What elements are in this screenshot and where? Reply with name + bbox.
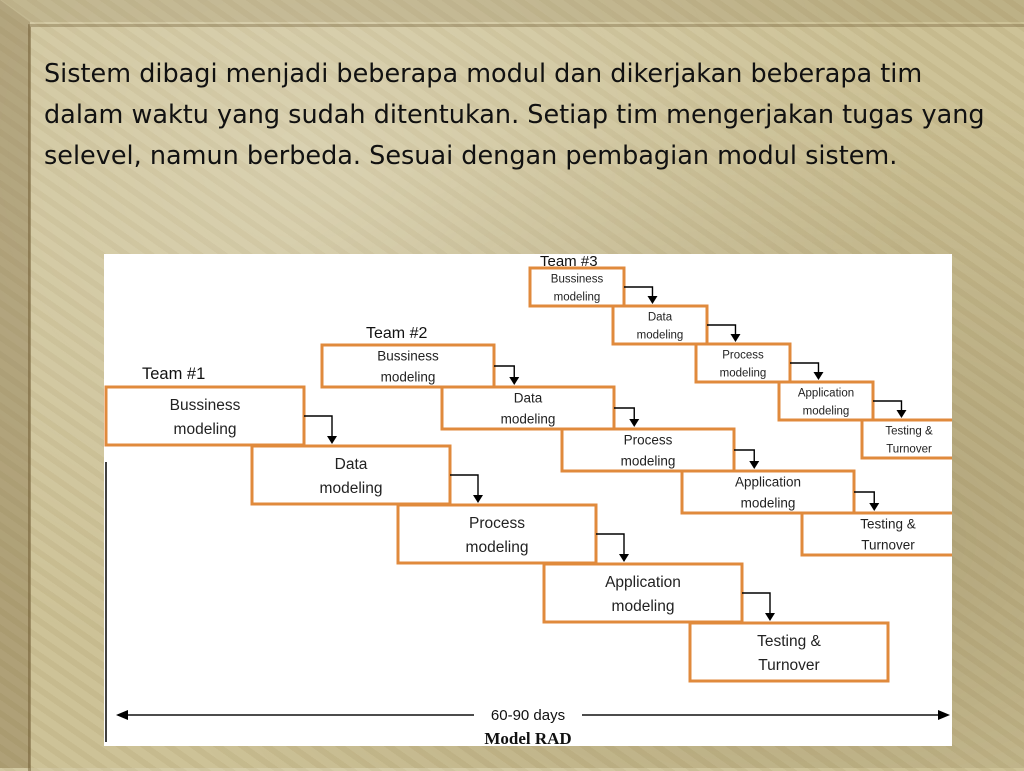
team-2-step-3-line-1: Process (624, 433, 673, 448)
team-1-step-2-line-2: modeling (320, 480, 383, 497)
team-2-connector-3 (734, 449, 755, 462)
team-1-label: Team #1 (142, 365, 205, 383)
team-2-group: Team #2BussinessmodelingDatamodelingProc… (320, 325, 952, 557)
team-1-connector-3-arrowhead (619, 554, 629, 562)
team-3-connector-3 (790, 362, 820, 373)
team-3-step-4-box (777, 380, 875, 422)
team-2-step-5-box (800, 511, 952, 557)
team-1-step-2-line-1: Data (335, 456, 368, 473)
team-2-connector-1-arrowhead (509, 377, 520, 385)
team-1-connector-4 (742, 592, 771, 614)
team-1-step-5-box (688, 621, 890, 683)
team-1-step-1-line-1: Bussiness (170, 397, 241, 414)
team-2-connector-3-arrowhead (749, 461, 760, 469)
rad-diagram-svg: 60-90 days Model RAD Team #1 Bussiness mod… (104, 254, 952, 746)
team-3-step-3-line-1: Process (722, 349, 764, 361)
rad-diagram: 60-90 days Model RAD Team #1 Bussiness mod… (104, 254, 952, 746)
team-1-connector-1-arrowhead (327, 436, 337, 444)
team-3-connector-4-arrowhead (896, 410, 907, 418)
team-1-step-1-box (104, 385, 306, 447)
timeline-arrow-left (116, 710, 128, 720)
team-1-connector-2 (450, 474, 479, 496)
team-2-step-2-line-2: modeling (501, 412, 556, 427)
team-1-step-2-box (250, 444, 452, 506)
timeline-duration-label: 60-90 days (491, 707, 565, 724)
team-1-step-5-line-1: Testing & (757, 633, 821, 650)
team-1-connector-2-arrowhead (473, 495, 483, 503)
team-3-group: Team #3BussinessmodelingDatamodelingProc… (528, 254, 952, 460)
team-2-step-1-line-2: modeling (381, 370, 436, 385)
team-1-connector-4-arrowhead (765, 613, 775, 621)
team-3-step-3-line-2: modeling (720, 367, 767, 379)
team-3-label: Team #3 (540, 254, 598, 270)
team-1-connector-3 (596, 533, 625, 555)
team-1-step-5-line-2: Turnover (758, 657, 819, 674)
model-label: Model RAD (484, 729, 571, 746)
team-3-connector-1 (624, 286, 654, 297)
team-1-step-4-line-1: Application (605, 574, 681, 591)
team-2-connector-4-arrowhead (869, 503, 880, 511)
team-2-step-4-box (680, 469, 856, 515)
team-2-step-1-line-1: Bussiness (377, 349, 439, 364)
team-3-step-2-line-2: modeling (637, 329, 684, 341)
team-2-label: Team #2 (366, 325, 427, 342)
timeline-label-bg (474, 703, 582, 727)
team-3-connector-4 (873, 400, 903, 411)
team-3-connector-2 (707, 324, 737, 335)
team-3-step-5-line-2: Turnover (886, 443, 932, 455)
timeline-arrow-right (938, 710, 950, 720)
team-1-step-3-line-1: Process (469, 515, 525, 532)
team-3-connector-1-arrowhead (647, 296, 658, 304)
team-1-step-1-line-2: modeling (174, 421, 237, 438)
team-3-step-1-box (528, 266, 626, 308)
team-2-connector-2-arrowhead (629, 419, 640, 427)
team-3-step-1-line-2: modeling (554, 291, 601, 303)
team-3-step-5-box (860, 418, 952, 460)
team-3-step-4-line-2: modeling (803, 405, 850, 417)
team-3-step-4-line-1: Application (798, 387, 854, 399)
team-2-step-2-line-1: Data (514, 391, 543, 406)
team-2-step-4-line-1: Application (735, 475, 801, 490)
intro-text: Sistem dibagi menjadi beberapa modul dan… (44, 59, 985, 171)
team-3-step-1-line-1: Bussiness (551, 273, 604, 285)
team-3-step-5-line-1: Testing & (885, 425, 933, 437)
team-2-step-1-box (320, 343, 496, 389)
team-2-step-5-line-1: Testing & (860, 517, 916, 532)
team-2-step-3-box (560, 427, 736, 473)
team-1-group: Team #1BussinessmodelingDatamodelingProc… (104, 365, 890, 683)
team-2-step-4-line-2: modeling (741, 496, 796, 511)
team-1-connector-1 (304, 415, 333, 437)
team-2-step-5-line-2: Turnover (861, 538, 915, 553)
team-3-step-2-line-1: Data (648, 311, 673, 323)
team-1-step-4-box (542, 562, 744, 624)
team-3-step-2-box (611, 304, 709, 346)
teams-layer: Team #1BussinessmodelingDatamodelingProc… (104, 254, 952, 683)
team-3-step-3-box (694, 342, 792, 384)
team-2-connector-1 (494, 365, 515, 378)
team-2-step-3-line-2: modeling (621, 454, 676, 469)
team-1-step-3-line-2: modeling (466, 539, 529, 556)
team-3-connector-2-arrowhead (730, 334, 741, 342)
team-2-connector-4 (854, 491, 875, 504)
team-3-connector-3-arrowhead (813, 372, 824, 380)
team-2-connector-2 (614, 407, 635, 420)
team-1-step-4-line-2: modeling (612, 598, 675, 615)
